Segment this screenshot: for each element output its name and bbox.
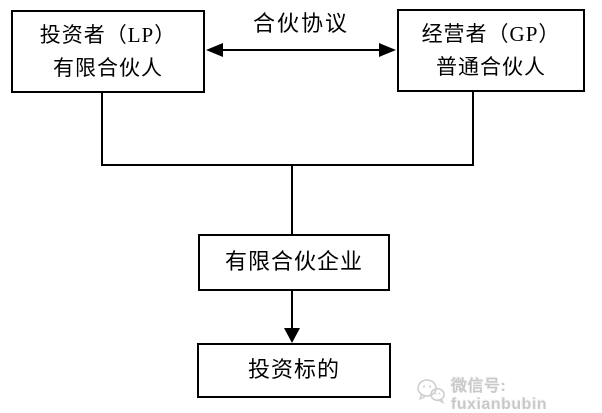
node-investor-lp: 投资者（LP） 有限合伙人 (11, 10, 205, 93)
investor-line2: 有限合伙人 (53, 55, 163, 80)
node-limited-partnership: 有限合伙企业 (198, 234, 390, 291)
operator-line1: 经营者（GP） (421, 21, 561, 46)
target-arrow-line (291, 291, 293, 330)
arrowhead-right-icon (379, 43, 396, 57)
agreement-edge-label: 合伙协议 (252, 11, 349, 36)
arrowhead-left-icon (206, 43, 223, 57)
partnership-label: 有限合伙企业 (224, 249, 363, 275)
connector-right-vertical (472, 92, 474, 166)
watermark: 微信号: fuxianbubin (416, 372, 602, 413)
node-investment-target: 投资标的 (197, 343, 391, 398)
connector-center-vertical (291, 166, 293, 234)
watermark-text: 微信号: fuxianbubin (451, 378, 548, 413)
arrowhead-down-icon (284, 328, 300, 343)
node-operator-gp: 经营者（GP） 普通合伙人 (397, 9, 585, 92)
investor-line1: 投资者（LP） (39, 22, 177, 47)
agreement-arrow-line (218, 49, 384, 51)
operator-line2: 普通合伙人 (436, 54, 546, 79)
connector-left-vertical (101, 93, 103, 166)
target-label: 投资标的 (247, 357, 340, 383)
wechat-icon (416, 378, 446, 409)
connector-horizontal-join (101, 164, 474, 166)
